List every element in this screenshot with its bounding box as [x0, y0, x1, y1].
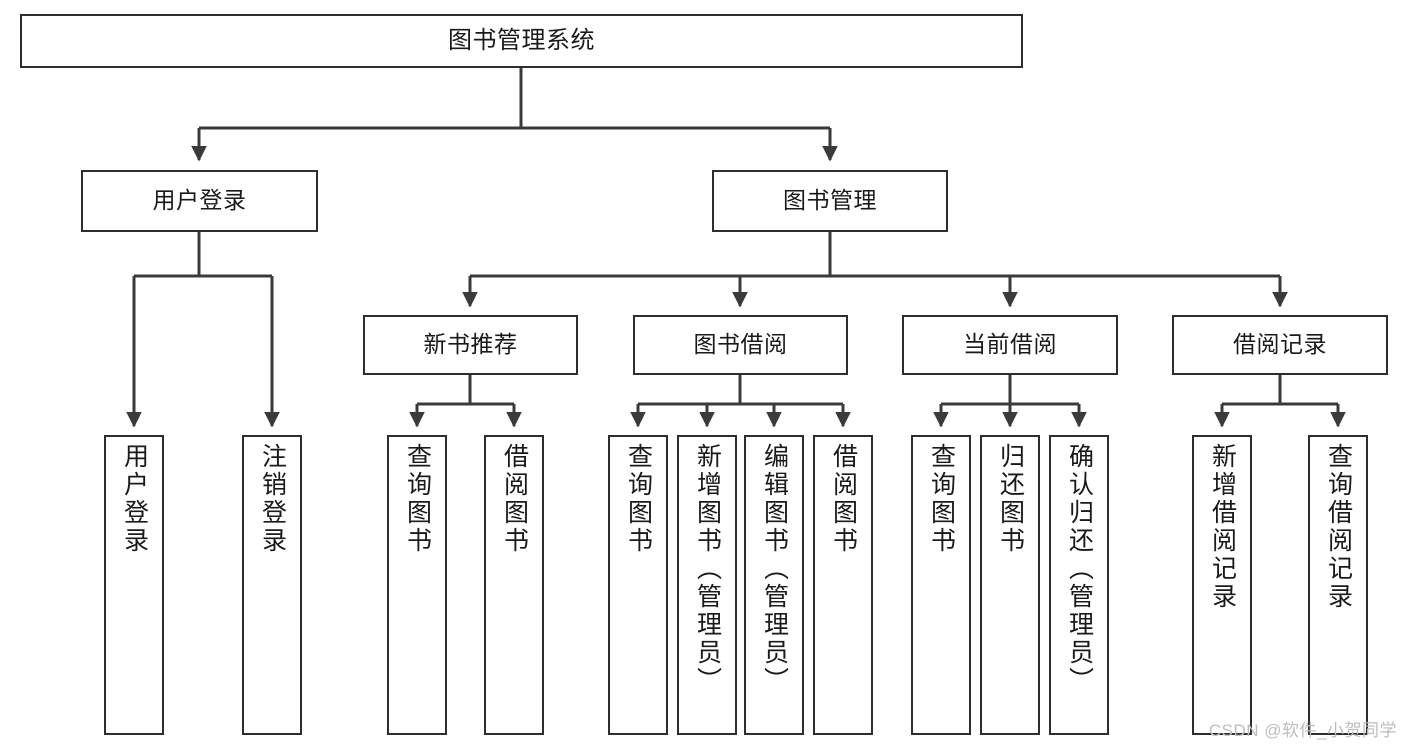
node-label: 归还图书 — [996, 443, 1025, 555]
leaf-borrow-add-book-admin[interactable]: 新增图书（管理员） — [677, 435, 737, 735]
node-label: 查询借阅记录 — [1324, 443, 1353, 611]
node-label: 图书管理 — [783, 187, 877, 214]
leaf-borrow-edit-book-admin[interactable]: 编辑图书（管理员） — [744, 435, 804, 735]
leaf-current-return-book[interactable]: 归还图书 — [980, 435, 1040, 735]
leaf-current-confirm-return-admin[interactable]: 确认归还（管理员） — [1049, 435, 1109, 735]
leaf-recommend-borrow-book[interactable]: 借阅图书 — [484, 435, 544, 735]
leaf-borrow-borrow-book[interactable]: 借阅图书 — [813, 435, 873, 735]
node-current-borrow[interactable]: 当前借阅 — [902, 315, 1118, 375]
leaf-current-query-book[interactable]: 查询图书 — [911, 435, 971, 735]
node-borrow-record[interactable]: 借阅记录 — [1172, 315, 1388, 375]
node-user-login[interactable]: 用户登录 — [81, 170, 318, 232]
node-new-book-recommend[interactable]: 新书推荐 — [363, 315, 578, 375]
node-label: 查询图书 — [403, 443, 432, 555]
node-label: 确认归还（管理员） — [1065, 443, 1094, 695]
csdn-watermark: CSDN @软件_小贺同学 — [1208, 721, 1397, 740]
node-label: 编辑图书（管理员） — [760, 443, 789, 695]
node-label: 注销登录 — [258, 443, 287, 555]
node-root-system[interactable]: 图书管理系统 — [20, 14, 1023, 68]
leaf-record-add-record[interactable]: 新增借阅记录 — [1192, 435, 1252, 735]
node-label: 新书推荐 — [423, 331, 518, 358]
node-label: 新增借阅记录 — [1208, 443, 1237, 611]
node-label: 查询图书 — [927, 443, 956, 555]
leaf-borrow-query-book[interactable]: 查询图书 — [608, 435, 668, 735]
node-label: 用户登录 — [120, 443, 149, 555]
leaf-user-login-logout[interactable]: 注销登录 — [242, 435, 302, 735]
node-label: 借阅记录 — [1233, 331, 1327, 358]
node-label: 用户登录 — [152, 187, 247, 214]
leaf-recommend-query-book[interactable]: 查询图书 — [387, 435, 447, 735]
node-label: 当前借阅 — [963, 331, 1057, 358]
node-label: 借阅图书 — [829, 443, 858, 555]
node-book-borrow[interactable]: 图书借阅 — [633, 315, 848, 375]
leaf-record-query-record[interactable]: 查询借阅记录 — [1308, 435, 1368, 735]
leaf-user-login-signin[interactable]: 用户登录 — [104, 435, 164, 735]
node-book-management[interactable]: 图书管理 — [712, 170, 948, 232]
node-label: 新增图书（管理员） — [693, 443, 722, 695]
node-label: 图书管理系统 — [448, 26, 595, 54]
node-label: 查询图书 — [624, 443, 653, 555]
node-label: 图书借阅 — [693, 331, 788, 358]
node-label: 借阅图书 — [500, 443, 529, 555]
